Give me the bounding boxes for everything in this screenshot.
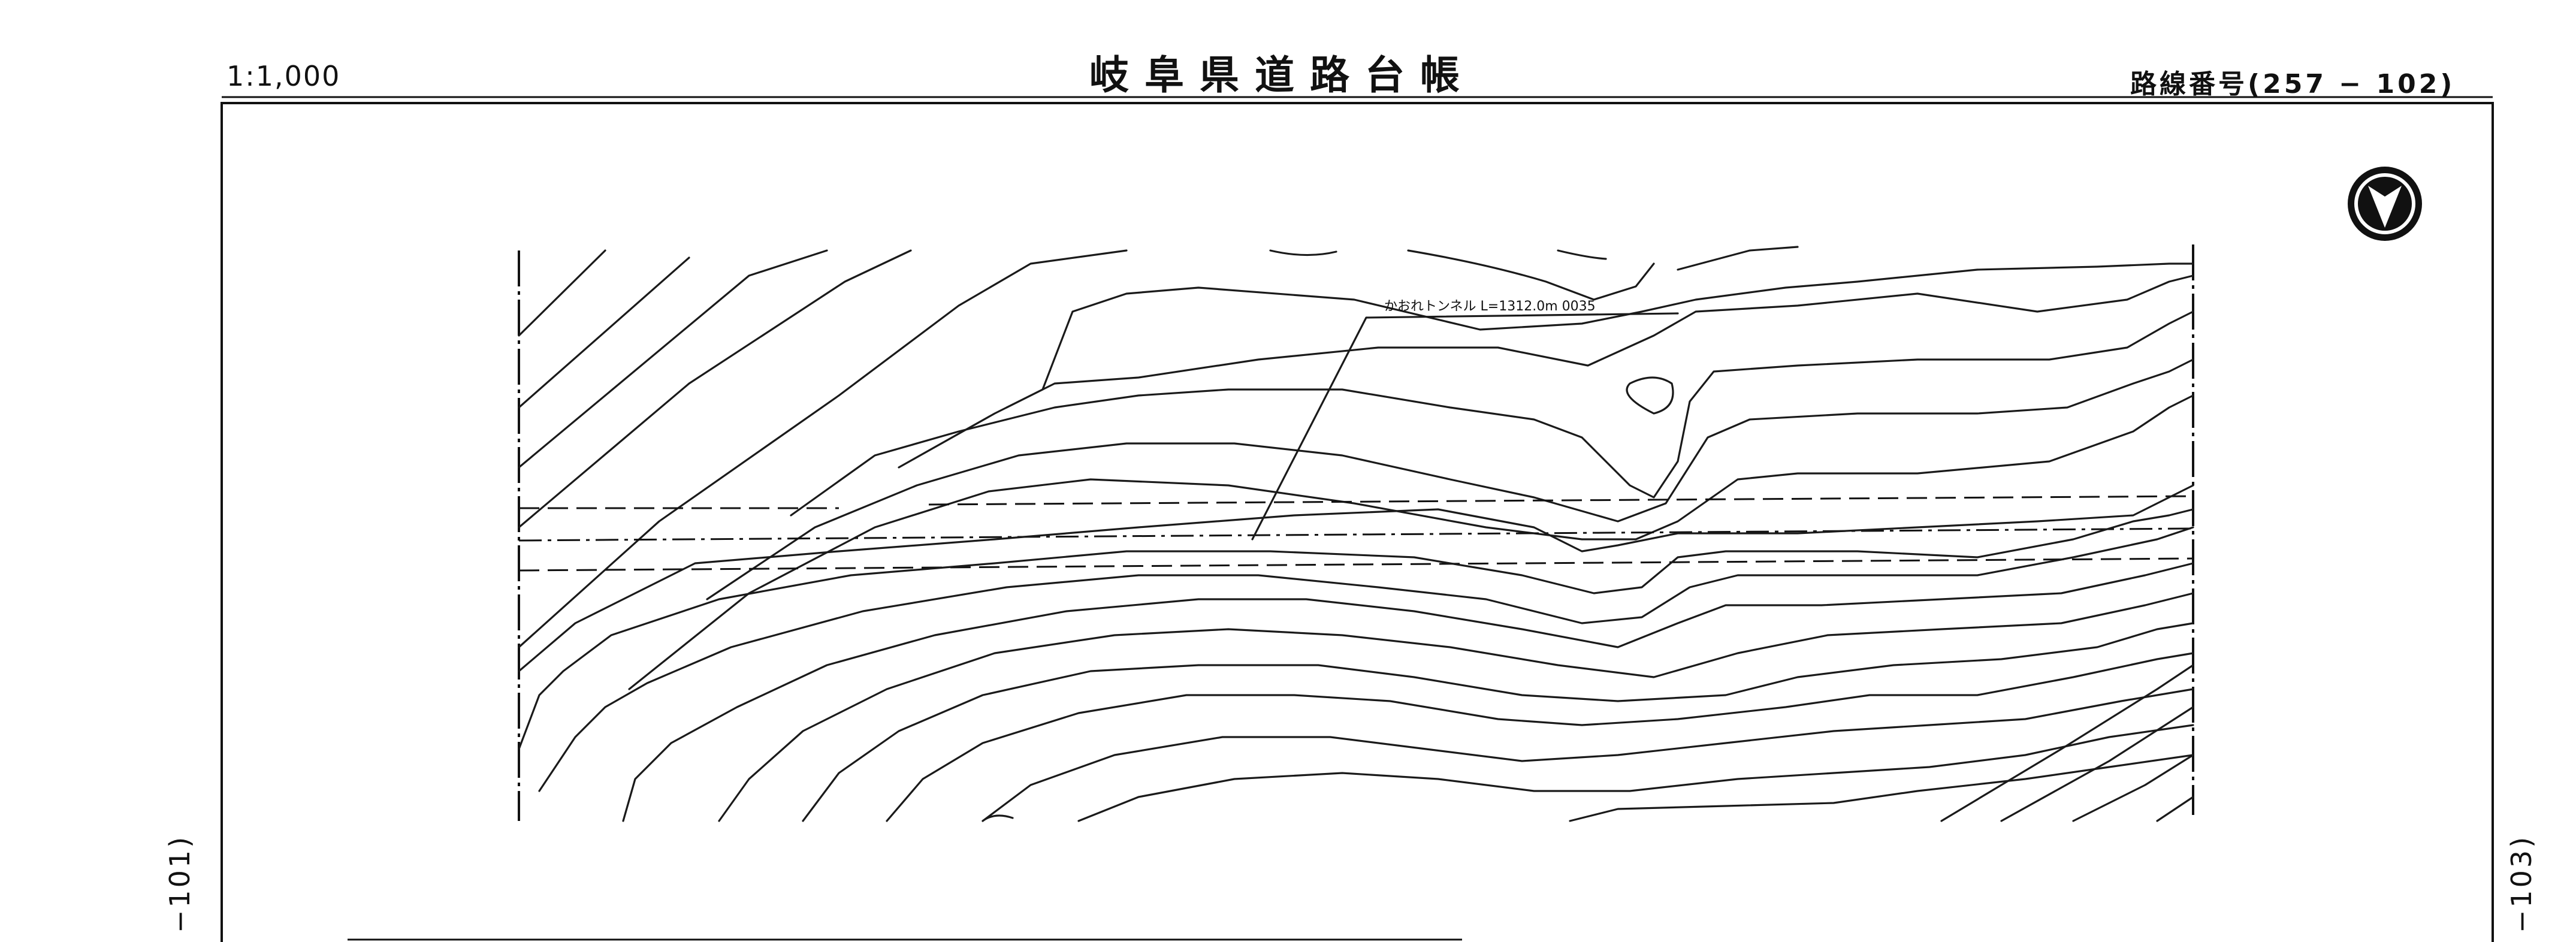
tunnel-label: かおれトンネル L=1312.0m 0035 (1384, 299, 1596, 314)
closed-contour (1626, 376, 1674, 415)
tunnel-leader (1251, 312, 1679, 541)
contour-lines-lower (518, 484, 2194, 822)
page-title: 岐阜県道路台帳 (1089, 52, 1475, 98)
map-scale: 1:1,000 (227, 60, 341, 92)
contour-lines-upper (628, 246, 2194, 690)
route-number: 路線番号(257 − 102) (2130, 69, 2456, 99)
road-centerline-and-edges (518, 495, 2194, 572)
north-arrow-icon (2348, 167, 2422, 241)
sheet-frame (221, 102, 2494, 942)
contour-lines-upper-left (518, 249, 1128, 648)
